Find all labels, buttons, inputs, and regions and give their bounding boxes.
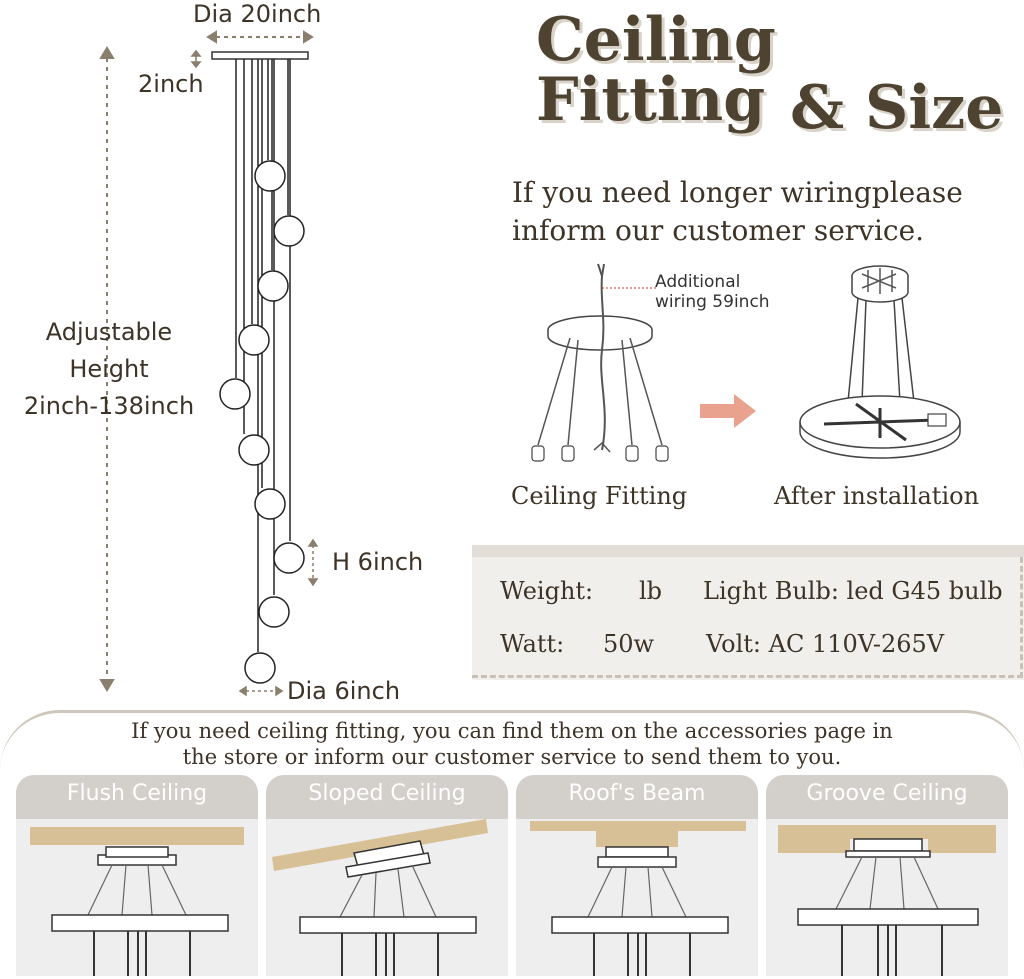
globe-shade	[257, 270, 289, 302]
spec-box	[472, 545, 1024, 680]
groove-ceiling-illustration	[778, 825, 996, 976]
caption-ceiling-fitting: Ceiling Fitting	[511, 482, 688, 510]
card-header	[766, 775, 1008, 819]
height-dimension-line	[99, 46, 115, 692]
ceiling-fitting-note: If you need ceiling fitting, you can fin…	[0, 718, 1024, 770]
adjustable-height-line3: 2inch-138inch	[23, 392, 195, 420]
adjustable-height-line1: Adjustable	[45, 318, 173, 346]
light-bulb-spec: Light Bulb: led G45 bulb	[703, 577, 1003, 605]
globe-shade	[258, 596, 290, 628]
page-title-line1: Ceiling Fitting	[536, 5, 776, 135]
card-label: Flush Ceiling	[66, 781, 208, 806]
pendant-drawing	[99, 30, 319, 697]
card-header	[266, 775, 508, 819]
watt-value: 50w	[603, 630, 655, 658]
additional-wiring-line1: Additional	[655, 272, 741, 292]
weight-label: Weight:	[500, 577, 594, 605]
watt-label: Watt:	[500, 630, 565, 658]
spec-box-border	[472, 557, 1023, 678]
subtitle: If you need longer wiringplease inform o…	[512, 174, 963, 250]
after-installation-diagram	[799, 265, 961, 459]
card-header	[516, 775, 758, 819]
flush-ceiling-illustration	[30, 827, 244, 976]
adjustable-height-label: Adjustable Height 2inch-138inch	[0, 314, 218, 425]
page-title-line2: & Size	[790, 73, 1004, 143]
weight-value: lb	[639, 577, 663, 605]
arrow-right-icon	[700, 394, 756, 428]
additional-wiring-label: Additional wiring 59inch	[655, 272, 770, 312]
card-sloped-ceiling: Sloped Ceiling	[266, 775, 508, 976]
note-line1: If you need ceiling fitting, you can fin…	[131, 719, 893, 743]
additional-wiring-line2: wiring 59inch	[655, 292, 770, 312]
ceiling-fitting-diagram	[531, 263, 669, 462]
globe-shade	[273, 215, 305, 247]
card-roofs-beam: Roof's Beam	[516, 775, 758, 976]
subtitle-line2: inform our customer service.	[512, 214, 925, 247]
card-header	[16, 775, 258, 819]
subtitle-line1: If you need longer wiringplease	[512, 176, 963, 209]
globe-shade	[254, 488, 286, 520]
note-line2: the store or inform our customer service…	[182, 745, 842, 769]
globe-shade	[238, 434, 270, 466]
spec-box-header	[472, 545, 1024, 557]
canopy-height-arrow	[190, 49, 202, 69]
globe-shade	[244, 652, 276, 684]
card-label: Sloped Ceiling	[308, 781, 466, 806]
roofs-beam-illustration	[530, 821, 746, 976]
card-groove-ceiling: Groove Ceiling	[766, 775, 1008, 976]
globe-shade	[273, 542, 305, 574]
caption-after-installation: After installation	[774, 482, 980, 510]
canopy	[211, 51, 309, 60]
wiring-callout	[602, 287, 656, 289]
globe-height-label: H 6inch	[332, 548, 424, 576]
card-flush-ceiling: Flush Ceiling	[16, 775, 258, 976]
globe-diameter-label: Dia 6inch	[287, 677, 401, 705]
globe-height-arrow	[307, 538, 319, 587]
canopy-width-arrow	[206, 30, 314, 44]
canopy-diameter-label: Dia 20inch	[193, 0, 322, 28]
canopy-height-label: 2inch	[138, 70, 204, 98]
globe-diameter-arrow	[238, 685, 284, 697]
globe-shade	[254, 160, 286, 192]
globe-shade	[219, 378, 251, 410]
sloped-ceiling-illustration	[272, 819, 488, 976]
adjustable-height-line2: Height	[69, 355, 149, 383]
card-label: Groove Ceiling	[806, 781, 968, 806]
globe-shade	[238, 324, 270, 356]
card-label: Roof's Beam	[568, 781, 706, 806]
volt-spec: Volt: AC 110V-265V	[706, 630, 945, 658]
